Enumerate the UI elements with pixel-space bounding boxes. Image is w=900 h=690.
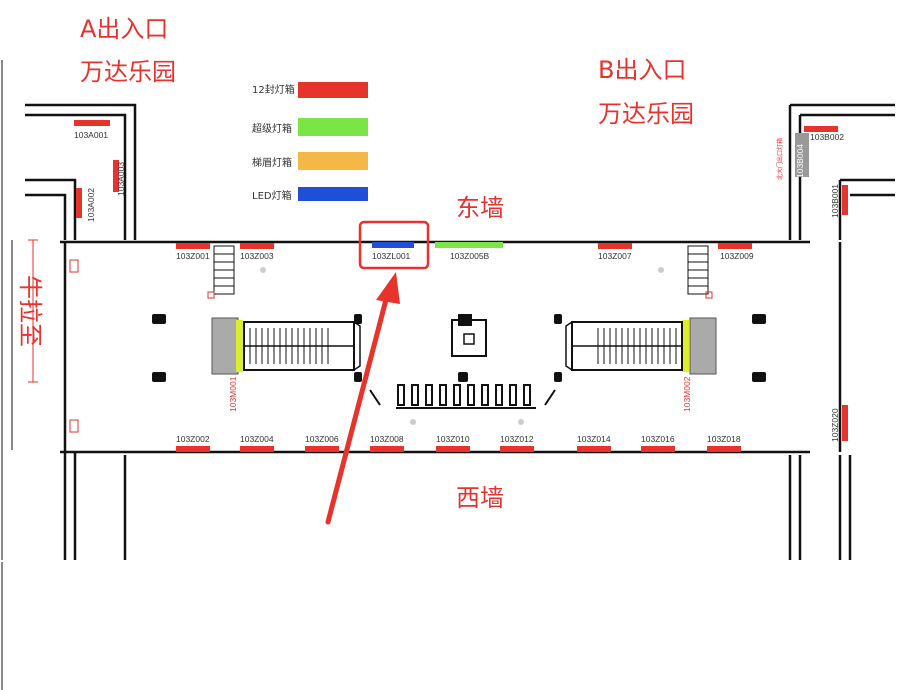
- code-b002: 103B002: [810, 132, 844, 142]
- code-z001: 103Z001: [176, 251, 210, 261]
- code-m001: 103M001: [228, 376, 238, 412]
- exit-a-title: A出入口: [80, 15, 168, 43]
- code-z007: 103Z007: [598, 251, 632, 261]
- east-wall-label: 东墙: [456, 194, 504, 222]
- lightbox-z005b: [435, 242, 503, 248]
- exit-a-subtitle: 万达乐园: [80, 58, 176, 86]
- code-z012: 103Z012: [500, 434, 534, 444]
- lightbox-z014: [577, 446, 611, 452]
- pointer-arrow: [325, 272, 400, 525]
- legend-label-2: 超级灯箱: [252, 122, 292, 135]
- lightbox-a002: [76, 188, 82, 218]
- exit-b-subtitle: 万达乐园: [598, 100, 694, 128]
- legend-swatch-1: [298, 82, 368, 98]
- lightbox-z008: [370, 446, 404, 452]
- code-a001: 103A001: [74, 130, 108, 140]
- code-z014: 103Z014: [577, 434, 611, 444]
- lightbox-z004: [240, 446, 274, 452]
- wall-ticks: [69, 259, 713, 433]
- code-z016: 103Z016: [641, 434, 675, 444]
- legend-swatch-3: [298, 152, 368, 170]
- north-vertical-label: 牛拉至: [16, 239, 44, 383]
- lightbox-z009: [718, 243, 752, 249]
- lightbox-z016: [641, 446, 675, 452]
- code-z018: 103Z018: [707, 434, 741, 444]
- lightbox-a001: [74, 120, 110, 126]
- code-b004: 103B004: [795, 144, 805, 178]
- code-m002: 103M002: [682, 376, 692, 412]
- code-z003: 103Z003: [240, 251, 274, 261]
- lightbox-b001: [842, 185, 848, 215]
- lightbox-z010: [436, 446, 470, 452]
- code-z010: 103Z010: [436, 434, 470, 444]
- central-kiosk: [451, 314, 487, 357]
- code-b001: 103B001: [830, 184, 840, 218]
- code-z005b: 103Z005B: [450, 251, 490, 261]
- lightbox-z020: [842, 405, 848, 441]
- legend-swatch-2: [298, 118, 368, 136]
- lightbox-b004: [795, 133, 809, 177]
- stairs-left-top: [213, 245, 235, 295]
- code-zl001: 103ZL001: [372, 251, 411, 261]
- stairs-right-top: [687, 245, 709, 295]
- lightbox-z003: [240, 243, 274, 249]
- lightbox-b002: [804, 126, 838, 132]
- code-a002: 103A002: [86, 188, 96, 222]
- code-z002: 103Z002: [176, 434, 210, 444]
- escalator-right: [565, 317, 717, 375]
- lightbox-z018: [707, 446, 741, 452]
- exit-b-title: B出入口: [598, 56, 686, 84]
- lightbox-z001: [176, 243, 210, 249]
- markers: [260, 267, 664, 425]
- bottom-blank: [0, 562, 900, 690]
- lightbox-zl001: [372, 242, 414, 248]
- pillars: [152, 314, 766, 382]
- lightbox-z007: [598, 243, 632, 249]
- legend-label-3: 梯眉灯箱: [252, 156, 292, 169]
- legend-label-1: 12封灯箱: [252, 83, 295, 96]
- legend-label-4: LED灯箱: [252, 189, 292, 202]
- code-z004: 103Z004: [240, 434, 274, 444]
- lightbox-z002: [176, 446, 210, 452]
- code-a003: 103A003: [116, 162, 126, 196]
- highlight-box-zl001: [358, 220, 430, 270]
- legend: 12封灯箱 超级灯箱 梯眉灯箱 LED灯箱: [252, 82, 368, 202]
- lightbox-a003: [113, 160, 119, 192]
- west-wall-label: 西墙: [456, 484, 504, 512]
- turnstiles: [369, 384, 556, 409]
- lightbox-z006: [305, 446, 339, 452]
- lightbox-z012: [500, 446, 534, 452]
- code-z020: 103Z020: [830, 408, 840, 442]
- code-z008: 103Z008: [370, 434, 404, 444]
- left-edge-fragment: [1, 60, 13, 560]
- escalator-left: [211, 317, 361, 375]
- b004-side-note: 北大门出口灯箱: [776, 138, 784, 180]
- legend-swatch-4: [298, 187, 368, 201]
- code-z006: 103Z006: [305, 434, 339, 444]
- north-vertical-text: 牛拉至: [16, 275, 44, 347]
- code-z009: 103Z009: [720, 251, 754, 261]
